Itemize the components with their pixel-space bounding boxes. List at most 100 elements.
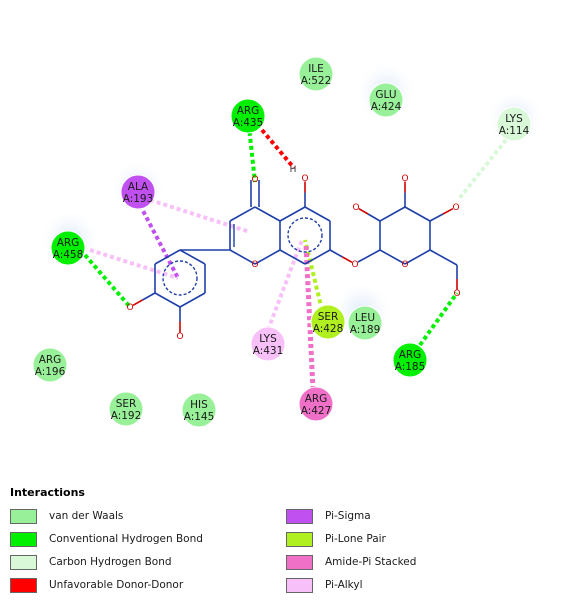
residue-name: SER [116, 398, 137, 410]
residue-number: A:431 [253, 345, 284, 357]
interaction-unfav [260, 128, 296, 170]
residue-disc [298, 56, 334, 92]
bond [367, 213, 381, 222]
bond [229, 249, 256, 265]
residue-disc [32, 347, 68, 383]
legend: Interactions van der Waals Conventional … [10, 486, 550, 607]
bond [429, 213, 444, 222]
interaction-pilone [303, 239, 324, 311]
bond [132, 299, 143, 307]
legend-label: van der Waals [49, 510, 124, 522]
residue-name: SER [318, 311, 339, 323]
bond [304, 206, 331, 222]
residue-number: A:193 [123, 193, 154, 205]
bonds [154, 180, 458, 308]
bond [329, 249, 343, 258]
legend-label: Amide-Pi Stacked [325, 556, 417, 568]
interaction-pialkyl [266, 239, 304, 331]
legend-item-hbond: Conventional Hydrogen Bond [10, 530, 203, 548]
residue-disc [496, 106, 532, 142]
bond [179, 249, 206, 265]
oxygen-atom-label: O [126, 303, 133, 313]
residue-number: A:114 [499, 125, 530, 137]
residue-disc [181, 392, 217, 428]
residue-name: LYS [505, 113, 523, 125]
interaction-hbond [418, 291, 459, 347]
legend-item-vdw: van der Waals [10, 507, 123, 525]
residue-number: A:522 [301, 75, 332, 87]
residue-number: A:185 [395, 361, 426, 373]
interaction-chbond [456, 138, 508, 202]
legend-swatch [286, 577, 313, 593]
hydrogen-atom-label: H [290, 165, 297, 175]
halos [42, 64, 541, 378]
residue-number: A:428 [313, 323, 344, 335]
oxygen-atom-label: O [251, 260, 258, 270]
oxygen-atom-label: O [401, 260, 408, 270]
residue-disc [50, 230, 86, 266]
legend-label: Pi-Lone Pair [325, 533, 386, 545]
bond [279, 206, 306, 222]
residue-disc [368, 82, 404, 118]
residue-disc [392, 342, 428, 378]
residue-number: A:192 [111, 410, 142, 422]
oxygen-atom-label: O [453, 289, 460, 299]
residue-disc [347, 305, 383, 341]
residue-disc [250, 326, 286, 362]
legend-swatch [286, 531, 313, 547]
oxygen-atom-label: O [301, 174, 308, 184]
residue-disc [120, 174, 156, 210]
interaction-hbond [83, 253, 132, 309]
legend-item-pi-sigma: Pi-Sigma [286, 507, 371, 525]
residue-number: A:424 [371, 101, 402, 113]
interaction-amidepi [303, 244, 316, 391]
residue-number: A:189 [350, 324, 381, 336]
legend-swatch [10, 508, 37, 524]
legend-item-amide-pi: Amide-Pi Stacked [286, 553, 416, 571]
residue-name: HIS [190, 399, 208, 411]
residue-number: A:196 [35, 366, 66, 378]
legend-swatch [10, 577, 37, 593]
residue-disc [230, 98, 266, 134]
residue-name: ARG [237, 105, 260, 117]
bond [404, 206, 431, 222]
bond [229, 206, 256, 222]
interaction-lines [83, 117, 508, 391]
bond [254, 249, 281, 265]
residue-number: A:458 [53, 249, 84, 261]
bond [154, 249, 181, 265]
residue-name: LEU [355, 312, 375, 324]
residue-name: ARG [399, 349, 422, 361]
bond [154, 292, 181, 308]
bond [342, 256, 353, 264]
residue-number: A:435 [233, 117, 264, 129]
residue-number: A:145 [184, 411, 215, 423]
legend-swatch [286, 554, 313, 570]
oxygen-atom-label: O [452, 203, 459, 213]
legend-title: Interactions [10, 486, 85, 499]
residue-disc [310, 304, 346, 340]
residue-name: ARG [57, 237, 80, 249]
legend-swatch [10, 531, 37, 547]
bond [279, 249, 306, 265]
oxygen-atom-label: O [351, 260, 358, 270]
legend-item-unfavorable: Unfavorable Donor-Donor [10, 576, 183, 594]
legend-label: Unfavorable Donor-Donor [49, 579, 184, 591]
